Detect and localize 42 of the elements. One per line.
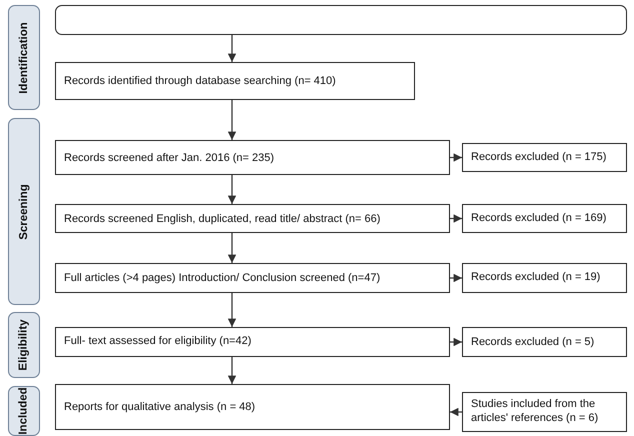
process-box bbox=[462, 392, 627, 432]
stage-band bbox=[8, 312, 40, 378]
stage-band bbox=[8, 386, 40, 436]
arrow bbox=[228, 175, 236, 204]
arrow bbox=[450, 274, 462, 282]
box-text: Reports for qualitative analysis (n = 48) bbox=[64, 401, 256, 413]
stage-band bbox=[8, 118, 40, 305]
process-box bbox=[55, 327, 450, 357]
arrow bbox=[228, 293, 236, 327]
arrow bbox=[450, 408, 462, 416]
process-box bbox=[55, 384, 450, 430]
process-box bbox=[462, 327, 627, 357]
box-text: Eligibility bbox=[18, 319, 30, 371]
process-box bbox=[55, 263, 450, 293]
arrow bbox=[228, 357, 236, 384]
arrow bbox=[450, 153, 462, 162]
box-text: Included bbox=[18, 387, 30, 435]
process-box bbox=[55, 204, 450, 233]
box-text: Full articles (>4 pages) Introduction/ Conclusion screened (n=47) bbox=[64, 272, 380, 284]
box-text: Studies included from the articles' references (n = 6) bbox=[471, 398, 600, 426]
stage-band bbox=[8, 5, 40, 110]
box-text: Records screened English, duplicated, read title/ abstract (n= 66) bbox=[64, 212, 380, 224]
process-box bbox=[462, 204, 627, 233]
process-box bbox=[462, 263, 627, 293]
arrow bbox=[450, 338, 462, 346]
arrow bbox=[450, 214, 462, 223]
source-box bbox=[55, 5, 627, 35]
box-text: Screening bbox=[18, 184, 30, 240]
box-text: Full- text assessed for eligibility (n=42) bbox=[64, 335, 252, 349]
box-text: Records identified through database searching (n= 410) bbox=[64, 75, 336, 87]
process-box bbox=[55, 62, 415, 100]
arrow bbox=[228, 35, 236, 62]
box-text: Records screened after Jan. 2016 (n= 235) bbox=[64, 152, 274, 164]
box-text: Identification bbox=[18, 22, 30, 94]
box-text: Records excluded (n = 19) bbox=[471, 271, 600, 285]
arrow bbox=[228, 100, 236, 140]
box-text: Records excluded (n = 5) bbox=[471, 336, 594, 348]
process-box bbox=[462, 143, 627, 172]
process-box bbox=[55, 140, 450, 175]
box-text: Records excluded (n = 175) bbox=[471, 150, 606, 164]
box-text: Records excluded (n = 169) bbox=[471, 212, 606, 226]
arrow bbox=[228, 233, 236, 263]
